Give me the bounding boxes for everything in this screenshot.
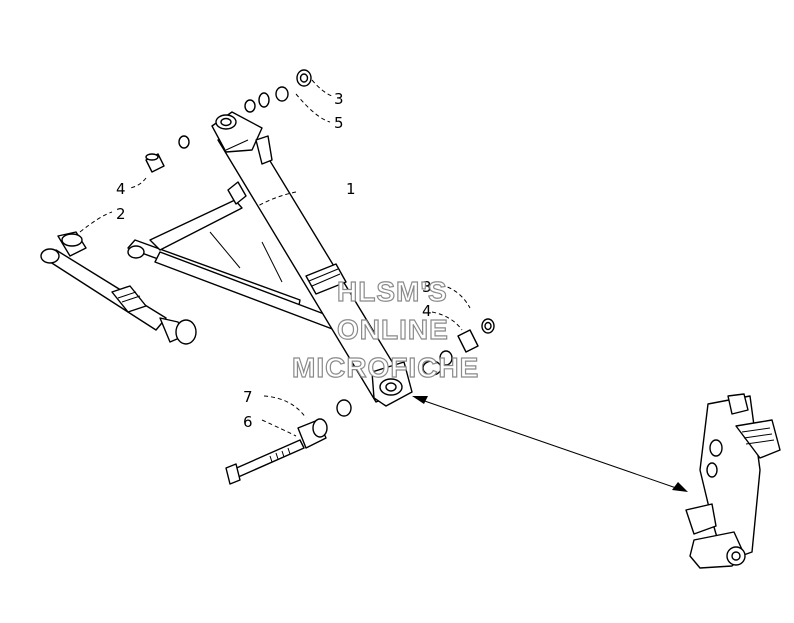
callout-6: 6 — [243, 413, 253, 431]
watermark-line-1: HLSM'S — [337, 276, 448, 307]
callout-7: 7 — [243, 388, 253, 406]
callout-1: 1 — [346, 180, 356, 198]
callout-5: 5 — [334, 114, 344, 132]
watermark: HLSM'S ONLINE MICROFICHE — [291, 275, 479, 383]
watermark-line-2: ONLINE — [337, 314, 449, 345]
callouts: 1 2 3 5 4 3 4 7 6 — [116, 90, 432, 431]
callout-3b: 3 — [422, 278, 432, 296]
watermark-line-3: MICROFICHE — [292, 352, 479, 383]
a-arm-frame — [127, 181, 341, 331]
callout-3a: 3 — [334, 90, 344, 108]
connection-arrow — [412, 396, 688, 492]
callout-2: 2 — [116, 205, 126, 223]
lower-hardware — [336, 318, 495, 417]
stabilizer-strut — [40, 231, 197, 345]
upper-hardware — [145, 69, 312, 173]
chassis-bracket — [685, 393, 781, 569]
leader-lines — [79, 79, 471, 437]
callout-4b: 4 — [422, 302, 432, 320]
shock-absorber — [211, 111, 413, 407]
lower-bolt — [225, 418, 328, 485]
callout-4a: 4 — [116, 180, 126, 198]
